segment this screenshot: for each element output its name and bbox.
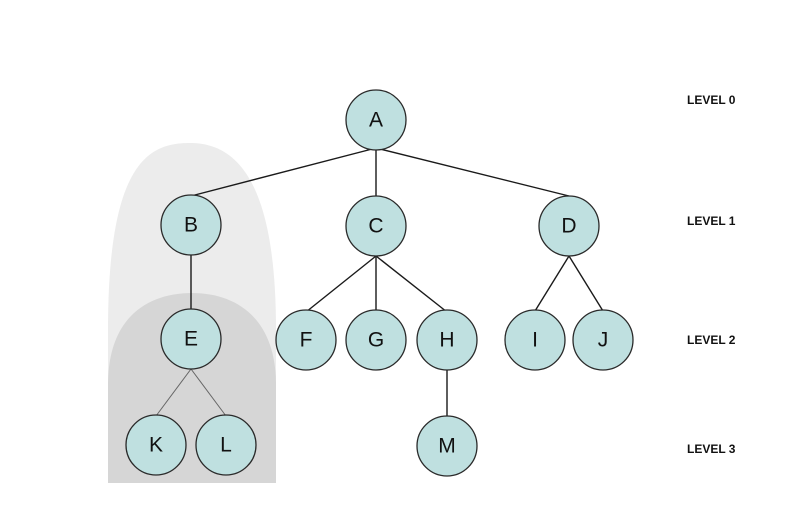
node-e-circle <box>160 308 222 370</box>
node-f-label: F <box>300 329 313 352</box>
node-c-circle <box>345 195 407 257</box>
node-f: F <box>275 309 337 371</box>
edge-e-k <box>155 368 192 417</box>
node-k-circle <box>125 414 187 476</box>
node-h: H <box>416 309 478 371</box>
node-j: J <box>572 309 634 371</box>
node-g: G <box>345 309 407 371</box>
node-j-label: J <box>598 329 609 352</box>
node-h-circle <box>416 309 478 371</box>
edge-d-j <box>568 255 604 312</box>
node-h-label: H <box>439 329 454 352</box>
node-a: A <box>345 89 407 151</box>
node-b: B <box>160 194 222 256</box>
node-k: K <box>125 414 187 476</box>
node-e-label: E <box>184 328 198 351</box>
node-m: M <box>416 415 478 477</box>
node-c-label: C <box>368 215 383 238</box>
edge-c-h <box>375 255 448 313</box>
node-j-circle <box>572 309 634 371</box>
node-d-label: D <box>561 215 576 238</box>
node-m-label: M <box>438 435 456 458</box>
level-3-label: LEVEL 3 <box>687 442 736 456</box>
node-c: C <box>345 195 407 257</box>
level-2-label: LEVEL 2 <box>687 333 736 347</box>
edge-c-f <box>305 255 377 313</box>
node-g-circle <box>345 309 407 371</box>
node-i-circle <box>504 309 566 371</box>
level-1-label: LEVEL 1 <box>687 214 736 228</box>
node-m-circle <box>416 415 478 477</box>
node-l-circle <box>195 414 257 476</box>
node-g-label: G <box>368 329 384 352</box>
edge-a-b <box>190 147 377 197</box>
node-d: D <box>538 195 600 257</box>
node-a-circle <box>345 89 407 151</box>
node-b-circle <box>160 194 222 256</box>
node-k-label: K <box>149 434 163 457</box>
edge-e-l <box>190 368 227 417</box>
node-f-circle <box>275 309 337 371</box>
node-a-label: A <box>369 109 383 132</box>
level-0-label: LEVEL 0 <box>687 93 736 107</box>
node-b-label: B <box>184 214 198 237</box>
node-i: I <box>504 309 566 371</box>
node-i-label: I <box>532 329 538 352</box>
node-l: L <box>195 414 257 476</box>
node-e: E <box>160 308 222 370</box>
edges <box>155 147 604 417</box>
node-d-circle <box>538 195 600 257</box>
edge-d-i <box>534 255 570 312</box>
edge-a-d <box>375 147 570 197</box>
node-l-label: L <box>220 434 232 457</box>
